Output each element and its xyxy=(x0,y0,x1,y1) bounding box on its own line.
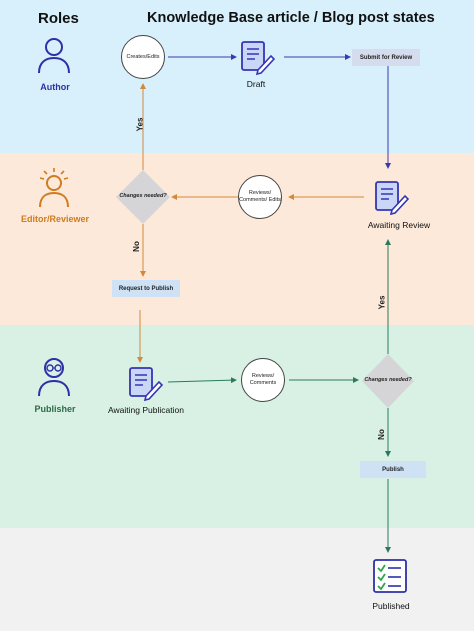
publisher-lane xyxy=(0,325,474,528)
draft-label: Draft xyxy=(246,79,266,89)
published-label: Published xyxy=(372,601,410,611)
awaiting-publication-document-icon xyxy=(129,367,164,402)
decision-diamond-publisher xyxy=(362,354,414,408)
edge-yes-publisher: Yes xyxy=(377,295,387,310)
awaiting-review-document-icon xyxy=(375,181,410,216)
submit-for-review-box: Submit for Review xyxy=(352,49,420,66)
publish-box: Publish xyxy=(360,461,426,478)
page-title: Knowledge Base article / Blog post state… xyxy=(147,10,435,26)
decision-diamond-editor xyxy=(116,170,170,224)
edge-no-publisher: No xyxy=(376,429,386,440)
role-editor-label: Editor/Reviewer xyxy=(20,214,90,224)
author-lane xyxy=(0,0,474,153)
creates-edits-node: Creates/Edits xyxy=(121,35,165,79)
edge-yes-editor: Yes xyxy=(135,117,145,132)
arrow-awaiting-pub-to-reviews xyxy=(167,377,237,384)
role-author-label: Author xyxy=(40,82,70,92)
reviews-comments-edits-node: Reviews/ Comments/ Edits xyxy=(238,175,282,219)
changes-needed-editor-text: Changes needed? xyxy=(119,193,167,200)
draft-document-icon xyxy=(241,41,276,76)
reviews-comments-node: Reviews/ Comments xyxy=(241,358,285,402)
role-publisher-label: Publisher xyxy=(34,404,76,414)
author-person-icon xyxy=(38,38,70,74)
roles-title: Roles xyxy=(38,10,79,27)
request-to-publish-box: Request to Publish xyxy=(112,280,180,297)
awaiting-publication-label: Awaiting Publication xyxy=(108,405,184,415)
edge-no-editor: No xyxy=(131,241,141,252)
editor-person-icon xyxy=(39,168,69,208)
changes-needed-publisher-text: Changes needed? xyxy=(364,377,412,384)
publisher-person-icon xyxy=(38,358,70,397)
awaiting-review-label: Awaiting Review xyxy=(367,220,431,230)
published-checklist-icon xyxy=(373,559,407,593)
